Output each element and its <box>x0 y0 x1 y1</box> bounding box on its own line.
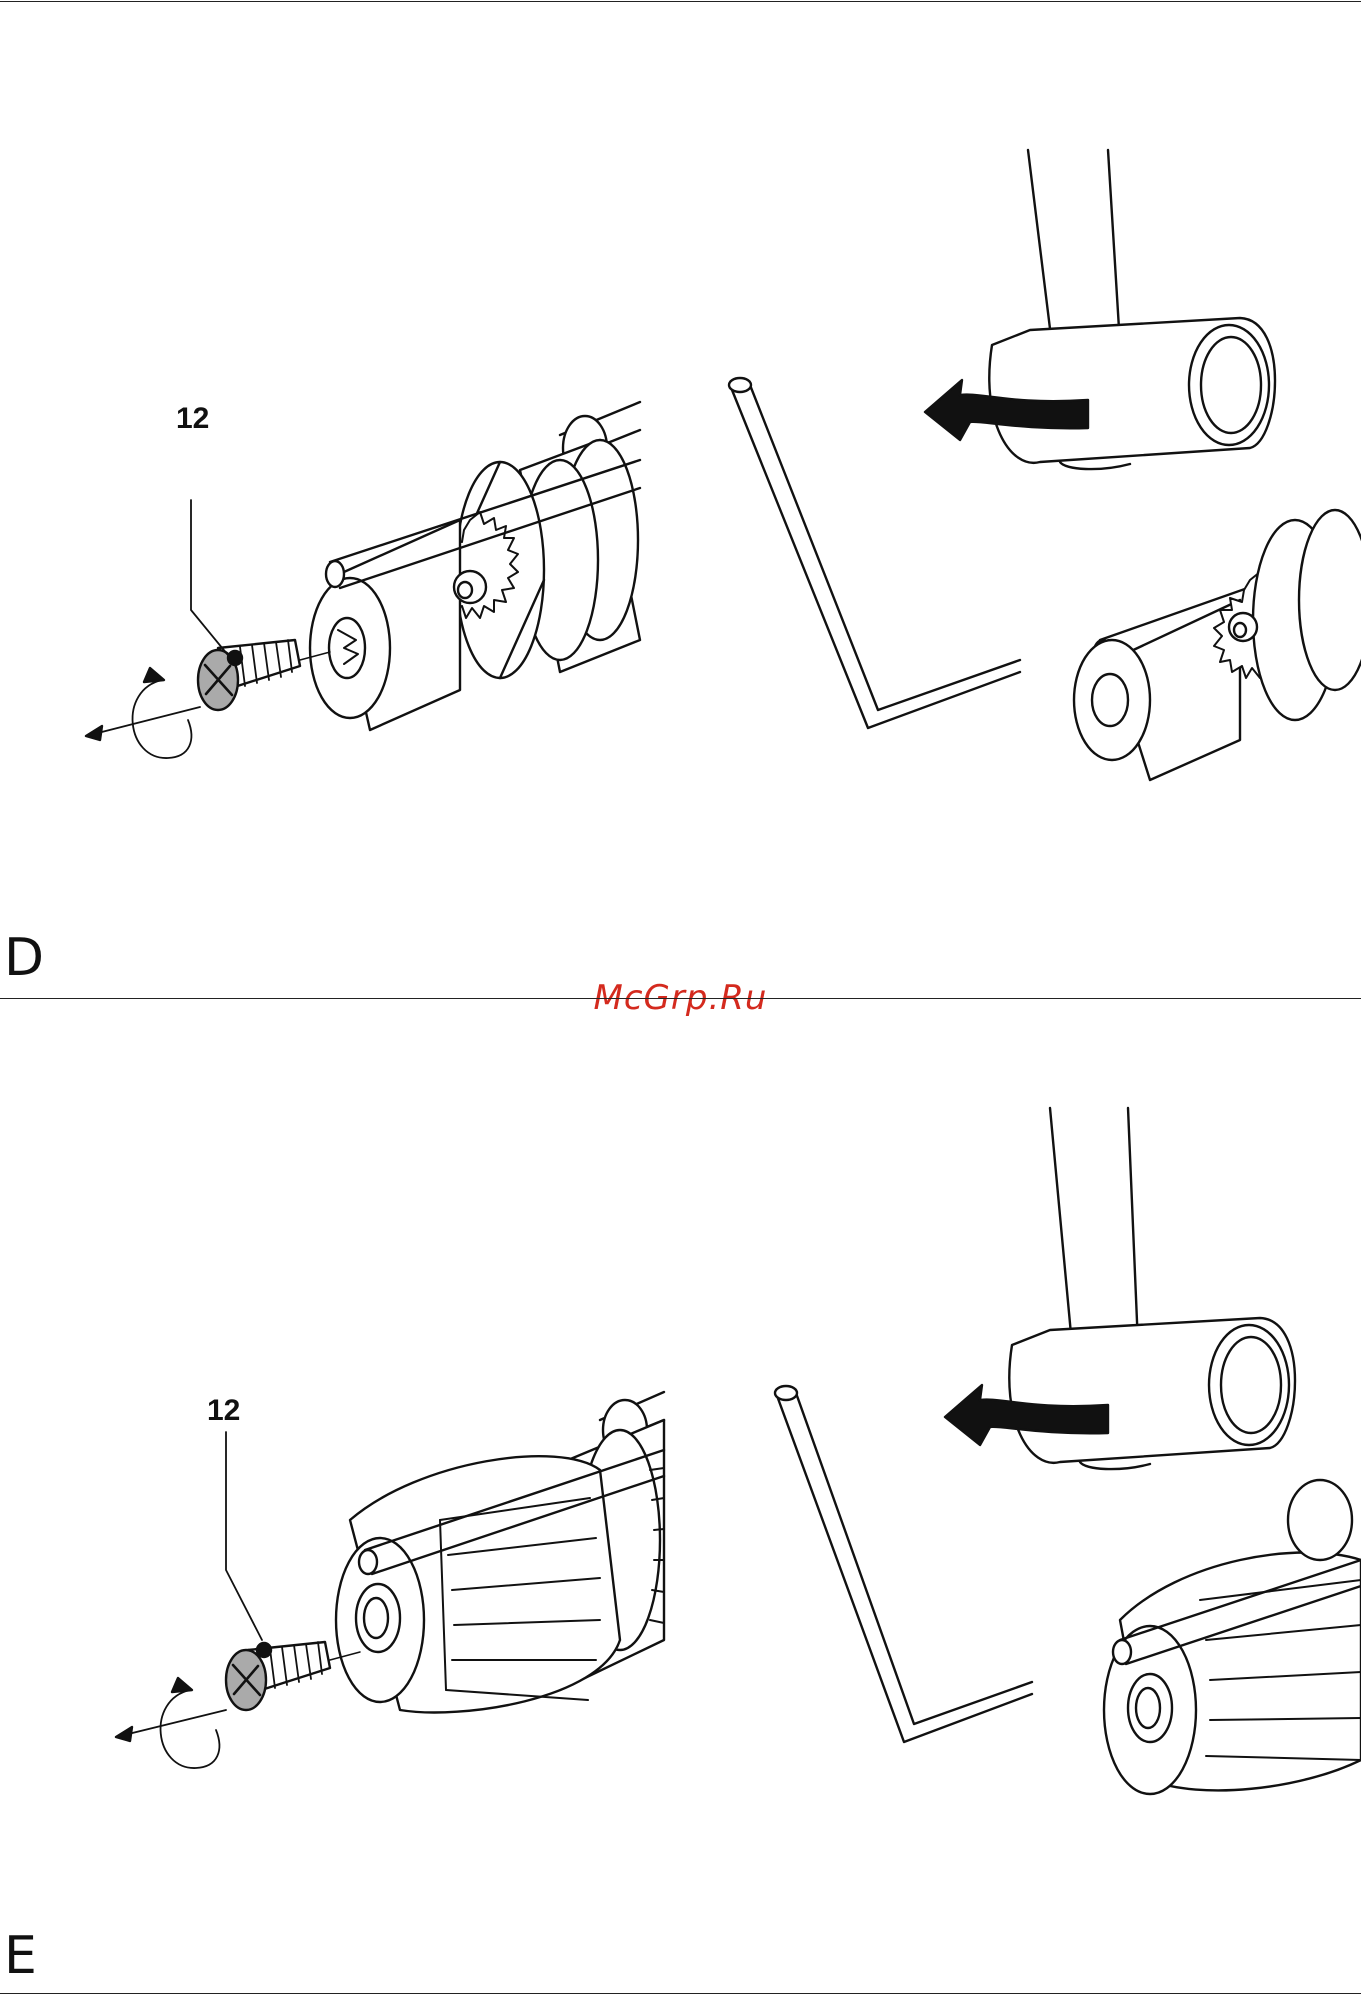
section-letter-d: D <box>4 932 44 984</box>
figure-e-left: 12 <box>0 1000 680 1960</box>
hex-key-mallet-illustration-keyless <box>680 1000 1361 1960</box>
part-callout-12: 12 <box>176 402 209 436</box>
bottom-rule <box>0 1993 1361 1994</box>
figure-d-right <box>680 0 1361 960</box>
part-callout-12: 12 <box>207 1394 240 1428</box>
keyless-chuck-screw-illustration <box>0 1000 680 1960</box>
keyed-chuck-screw-illustration <box>0 0 680 960</box>
section-divider <box>0 998 1361 999</box>
figure-e-right <box>680 1000 1361 1960</box>
section-letter-e: E <box>4 1930 37 1982</box>
figure-d-left: 12 <box>0 0 680 960</box>
hex-key-mallet-illustration <box>680 0 1361 960</box>
